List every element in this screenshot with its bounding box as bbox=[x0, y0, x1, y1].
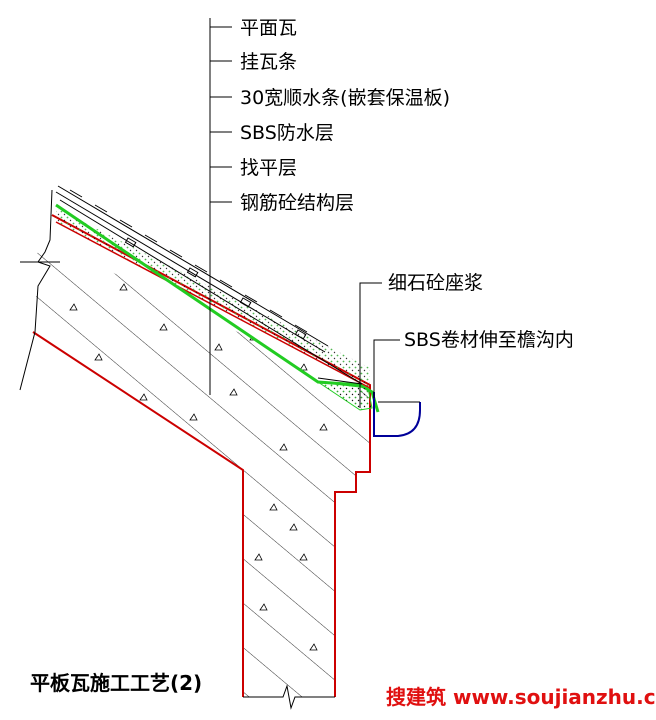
bottom-break-line bbox=[243, 684, 335, 710]
layer-label-sbs: SBS防水层 bbox=[240, 122, 334, 144]
layer-labels: 平面瓦 挂瓦条 30宽顺水条(嵌套保温板) SBS防水层 找平层 钢筋砼结构层 bbox=[240, 17, 450, 214]
layer-leader-lines bbox=[209, 18, 232, 395]
watermark-text: 搜建筑 www.soujianzhu.cn bbox=[386, 685, 656, 709]
layer-label-batten: 挂瓦条 bbox=[240, 51, 297, 73]
layer-label-tile: 平面瓦 bbox=[240, 17, 297, 39]
eave-mortar-bedding bbox=[317, 381, 373, 411]
eave-gutter bbox=[373, 392, 421, 437]
callout-leader-lines bbox=[359, 282, 400, 408]
callout-sbs-gutter-label: SBS卷材伸至檐沟内 bbox=[404, 329, 574, 351]
structure-outline-lower bbox=[32, 331, 244, 697]
roof-tiles bbox=[55, 185, 363, 385]
left-break-line bbox=[19, 189, 53, 391]
layer-label-leveling: 找平层 bbox=[240, 157, 297, 179]
layer-label-counter-batten: 30宽顺水条(嵌套保温板) bbox=[240, 87, 450, 109]
leveling-layer bbox=[55, 208, 371, 389]
layer-label-concrete: 钢筋砼结构层 bbox=[240, 192, 354, 214]
diagram-title: 平板瓦施工工艺(2) bbox=[30, 671, 202, 695]
callout-mortar-label: 细石砼座浆 bbox=[388, 272, 483, 294]
